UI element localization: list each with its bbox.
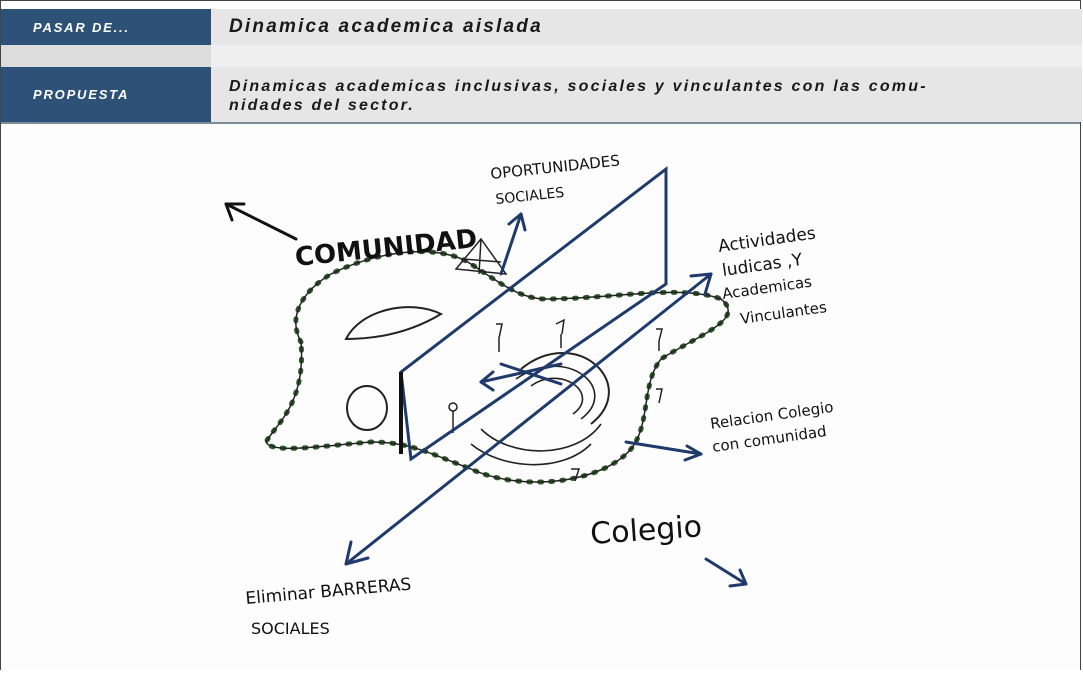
- row-value: Dinamica academica aislada: [211, 9, 1082, 45]
- label-actividades-1: Actividades: [717, 223, 817, 256]
- label-sociales-top: SOCIALES: [495, 185, 565, 208]
- row-pasar-de: PASAR DE... Dinamica academica aislada: [1, 9, 1082, 45]
- row-spacer: [1, 45, 1082, 67]
- row-propuesta: PROPUESTA Dinamicas academicas inclusiva…: [1, 67, 1082, 122]
- concept-sketch: OPORTUNIDADES SOCIALES COMUNIDAD Activid…: [1, 122, 1080, 671]
- row-label: PASAR DE...: [1, 9, 211, 45]
- sketch-drawing: OPORTUNIDADES SOCIALES COMUNIDAD Activid…: [224, 152, 834, 638]
- label-oportunidades: OPORTUNIDADES: [490, 152, 621, 183]
- label-eliminar-1: Eliminar BARRERAS: [245, 575, 412, 609]
- row-label: PROPUESTA: [1, 67, 211, 122]
- label-comunidad: COMUNIDAD: [294, 224, 479, 273]
- label-actividades-4: Vinculantes: [739, 298, 828, 328]
- row-value: Dinamicas academicas inclusivas, sociale…: [211, 67, 1082, 122]
- label-eliminar-2: SOCIALES: [251, 619, 330, 638]
- label-colegio: Colegio: [589, 509, 703, 552]
